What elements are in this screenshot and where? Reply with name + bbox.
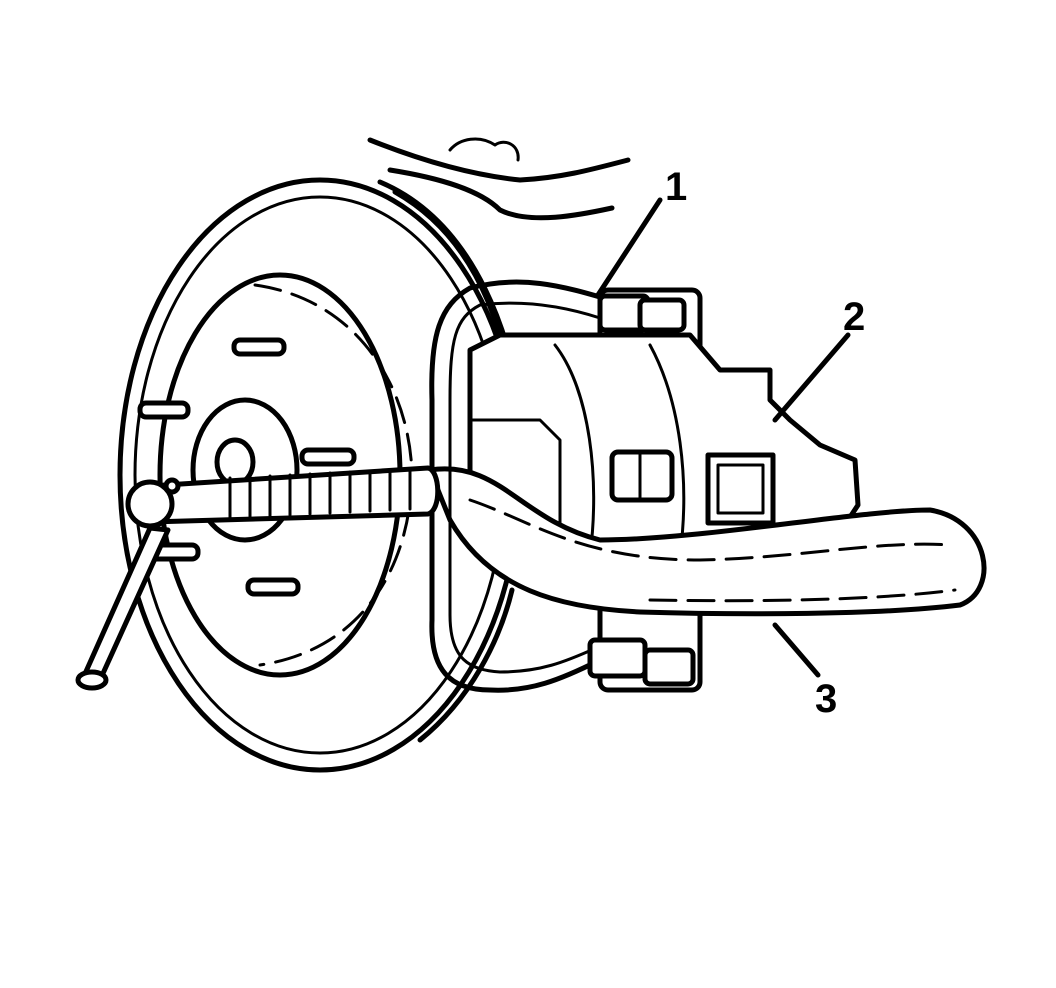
callout-2: 2 xyxy=(843,295,865,339)
callout-1: 1 xyxy=(665,165,687,209)
threaded-rod xyxy=(125,465,441,529)
bridge-tool xyxy=(427,466,987,617)
t-handle-pin xyxy=(75,525,171,691)
callout-3: 3 xyxy=(815,677,837,721)
callout-leaders xyxy=(595,197,851,678)
wheel-studs xyxy=(137,337,357,597)
brake-caliper xyxy=(467,332,861,563)
suspension-arm xyxy=(367,137,631,221)
c-clamp-frame xyxy=(429,279,696,693)
